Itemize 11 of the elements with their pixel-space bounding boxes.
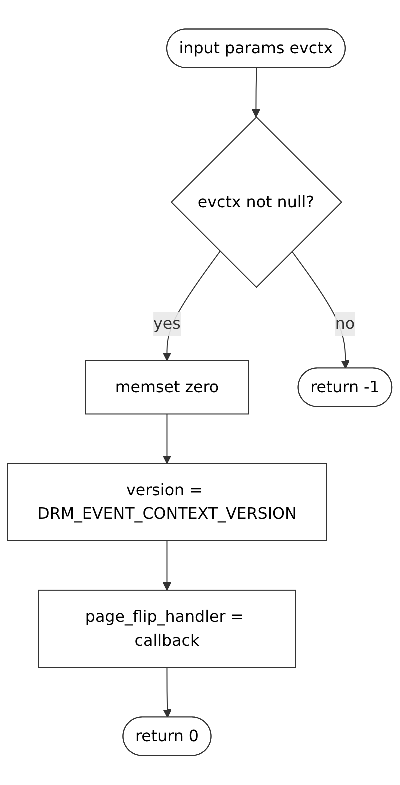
node-box: page_flip_handler = callback — [38, 590, 296, 668]
node-box: version = DRM_EVENT_CONTEXT_VERSION — [7, 463, 328, 542]
arrow — [292, 251, 350, 370]
edge-label: no — [335, 314, 356, 334]
arrow — [252, 68, 261, 118]
arrow — [163, 667, 172, 718]
node-box: memset zero — [85, 360, 250, 415]
edge-label: yes — [154, 314, 181, 334]
arrow — [162, 414, 172, 464]
node-diamond: evctx not null? — [170, 116, 342, 288]
arrow — [162, 540, 172, 591]
